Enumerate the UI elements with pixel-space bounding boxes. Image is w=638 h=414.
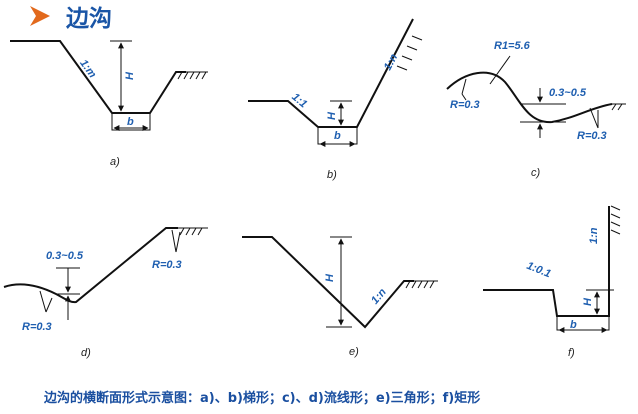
ground-hatch <box>610 205 621 235</box>
width-label: b <box>127 116 134 128</box>
figure-caption: 边沟的横断面形式示意图：a)、b)梯形；c)、d)流线形；e)三角形；f)矩形 <box>43 390 480 406</box>
slope-top-label: 1:n <box>588 227 600 244</box>
ground-hatch <box>611 103 626 111</box>
height-label: H <box>582 297 594 306</box>
header: 边沟 <box>30 5 112 32</box>
r-right-label: R=0.3 <box>152 259 182 271</box>
figure-label: e) <box>349 346 359 358</box>
width-label: b <box>570 319 577 331</box>
height-label: H <box>124 71 136 80</box>
width-label: b <box>334 130 341 142</box>
depth-label: 0.3~0.5 <box>46 250 84 262</box>
ground-hatch <box>177 71 208 80</box>
figure-b-trapezoid: 1:1 1:n H b b) <box>248 18 423 181</box>
ground-hatch <box>396 35 423 71</box>
r1-label: R1=5.6 <box>494 40 531 52</box>
r-left-label: R=0.3 <box>450 99 480 111</box>
figure-label: d) <box>81 347 91 359</box>
bullet-arrow-icon <box>30 6 50 26</box>
figure-f-rectangle: 1:n 1:0.1 H b f) <box>483 205 621 359</box>
height-label: H <box>326 111 338 120</box>
slope-right-label: 1:n <box>382 52 400 72</box>
ground-hatch <box>178 227 208 236</box>
figure-e-triangle: H 1:n e) <box>242 236 438 358</box>
figure-label: a) <box>110 156 120 168</box>
figure-c-streamline: R1=5.6 0.3~0.5 R=0.3 R=0.3 c) <box>446 40 626 179</box>
page-title: 边沟 <box>66 5 112 32</box>
slope-left-label: 1:0.1 <box>525 260 553 281</box>
figure-d-streamline: 0.3~0.5 R=0.3 R=0.3 d) <box>3 227 208 359</box>
depth-label: 0.3~0.5 <box>549 87 587 99</box>
figure-label: b) <box>327 169 337 181</box>
figure-a-trapezoid: H 1:m b a) <box>10 40 208 168</box>
ground-hatch <box>404 280 438 289</box>
slope-left-label: 1:1 <box>289 91 309 110</box>
r-right-label: R=0.3 <box>577 130 607 142</box>
r-left-label: R=0.3 <box>22 321 52 333</box>
height-label: H <box>324 273 336 282</box>
figure-label: f) <box>568 347 575 359</box>
figure-label: c) <box>531 167 541 179</box>
